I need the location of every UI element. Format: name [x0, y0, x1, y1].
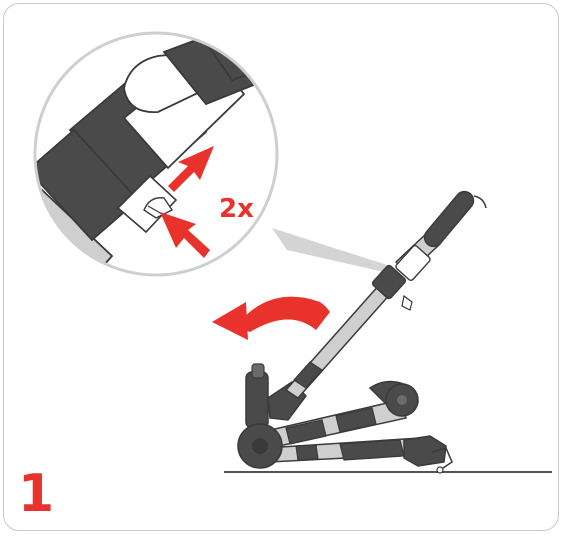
callout-connector: [272, 228, 390, 272]
press-arrow-icon: [160, 212, 210, 258]
stroller-frame: [237, 190, 487, 474]
step-number: 1: [18, 464, 55, 524]
callout-detail: [35, 33, 277, 275]
press-count-label: 2x: [219, 194, 254, 224]
callout-circle: [33, 31, 279, 277]
press-arrow-icon: [168, 146, 214, 192]
rotate-arrow-icon: [212, 296, 330, 340]
